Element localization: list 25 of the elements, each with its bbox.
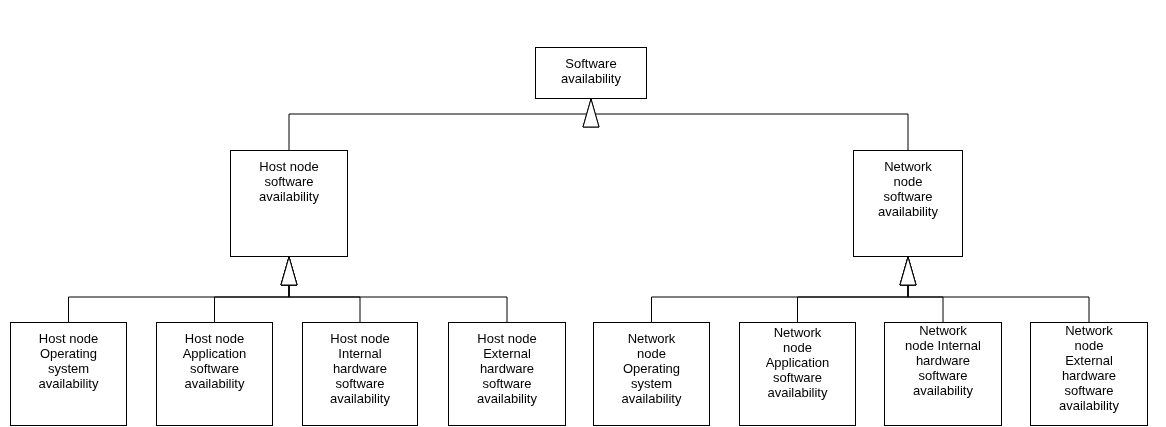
class-box xyxy=(10,322,127,426)
class-name: Network node software availability xyxy=(877,159,939,219)
generalization-arrow xyxy=(582,98,909,151)
class-box xyxy=(884,322,1002,426)
class-name: Network node External hardware software availability xyxy=(1058,323,1120,413)
class-name: Network node Internal hardware software availability xyxy=(904,323,982,398)
generalization-arrow xyxy=(280,256,508,323)
class-name: Host node software availability xyxy=(258,159,320,204)
class-name: Network node Application software availability xyxy=(764,325,831,400)
class-box xyxy=(593,322,710,426)
class-box xyxy=(230,150,348,257)
class-box xyxy=(535,47,647,99)
class-box xyxy=(302,322,418,426)
class-name: Host node External hardware software availability xyxy=(476,331,538,406)
class-name: Host node Operating system availability xyxy=(37,331,100,391)
generalization-arrow xyxy=(899,256,1090,323)
class-box xyxy=(739,322,856,426)
class-name: Host node Internal hardware software availability xyxy=(329,331,391,406)
class-box xyxy=(1030,322,1148,426)
class-box xyxy=(853,150,963,257)
class-name: Network node Operating system availability xyxy=(620,331,683,406)
class-name: Software availability xyxy=(560,56,622,86)
class-box xyxy=(448,322,566,426)
class-box xyxy=(156,322,273,426)
class-name: Host node Application software availability xyxy=(181,331,248,391)
